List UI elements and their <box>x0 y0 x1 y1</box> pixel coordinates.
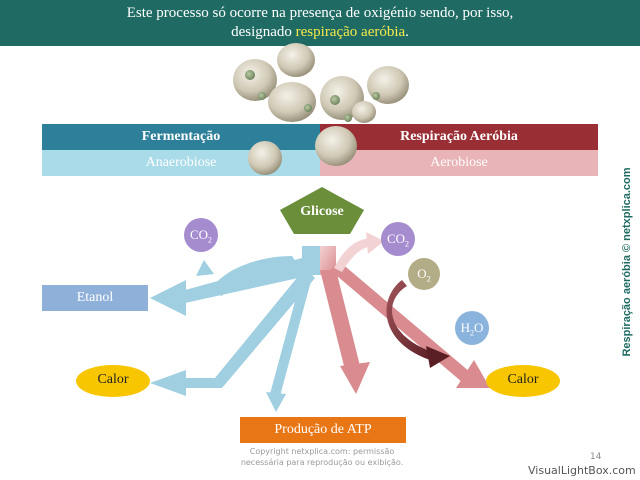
side-credit: Respiração aeróbia © netxplica.com <box>612 167 640 357</box>
aerobic-header: Respiração Aeróbia <box>320 124 598 150</box>
fermentation-arrows <box>150 246 320 412</box>
h2o-sub: 2 <box>470 328 474 338</box>
h2o-o-text: O <box>474 320 484 335</box>
atp-label: Produção de ATP <box>274 422 372 437</box>
heat-left-label: Calor <box>97 372 129 387</box>
co2-left-sub: 2 <box>208 235 213 245</box>
ethanol-box <box>42 285 148 311</box>
copyright-line-2: necessária para reprodução ou exibição. <box>240 458 404 467</box>
heat-right-oval <box>486 365 560 397</box>
banner-line-1: Este processo só ocorre na presença de o… <box>126 5 514 21</box>
h2o-label: H2O <box>455 320 489 338</box>
atp-box <box>240 417 406 443</box>
title-banner: Este processo só ocorre na presença de o… <box>0 0 640 46</box>
copyright-notice: Copyright netxplica.com: permissão neces… <box>222 446 422 468</box>
o2-text: O <box>417 266 427 281</box>
co2-right-circle <box>381 222 415 256</box>
h2o-circle <box>455 311 489 345</box>
ethanol-label: Etanol <box>76 290 114 305</box>
banner-line-2-prefix: designado <box>231 24 296 40</box>
o2-label: O2 <box>408 266 440 284</box>
co2-right-text: CO <box>386 231 406 246</box>
page-number: 14 <box>590 452 602 462</box>
banner-line-2: designado respiração aeróbia. <box>0 23 640 42</box>
glucose-shape <box>280 187 364 234</box>
copyright-line-1: Copyright netxplica.com: permissão <box>249 447 395 456</box>
heat-left-oval <box>76 365 150 397</box>
co2-left-text: CO <box>189 227 209 242</box>
co2-left-circle <box>184 218 218 252</box>
co2-left-label: CO2 <box>184 227 218 245</box>
aerobiosis-label: Aerobiose <box>320 150 598 176</box>
co2-right-sub: 2 <box>405 239 410 249</box>
banner-line-2-suffix: . <box>405 24 409 40</box>
heat-right-label: Calor <box>507 372 539 387</box>
side-credit-text: Respiração aeróbia © netxplica.com <box>621 167 633 357</box>
aerobic-arrows <box>320 232 490 394</box>
glucose-label: Glicose <box>300 204 344 219</box>
co2-right-label: CO2 <box>381 231 415 249</box>
o2-sub: 2 <box>426 274 431 284</box>
banner-highlight: respiração aeróbia <box>295 24 406 40</box>
yeast-cells-image <box>233 43 409 175</box>
o2-circle <box>408 258 440 290</box>
h2o-h-text: H <box>460 320 470 335</box>
watermark: VisualLightBox.com <box>528 464 636 477</box>
